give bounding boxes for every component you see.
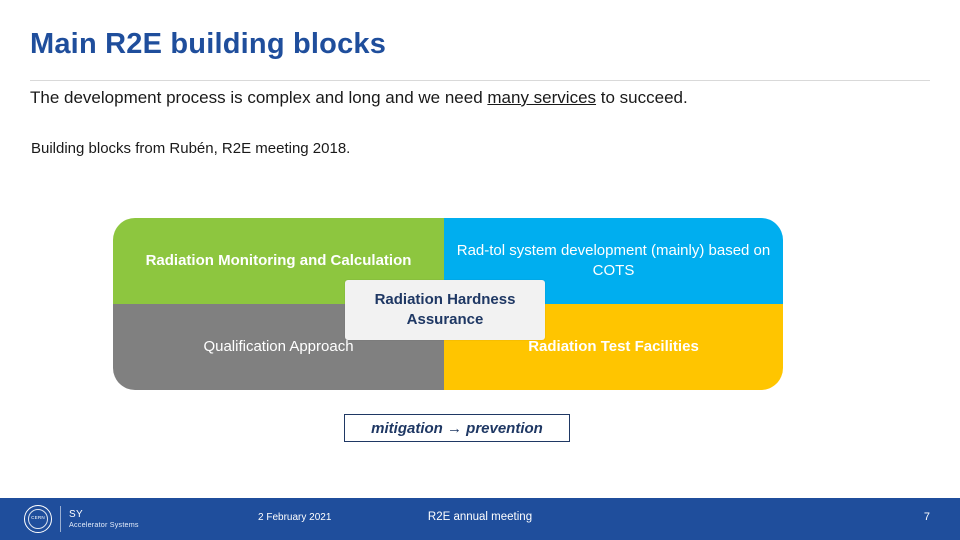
subtitle-part-1: The development process is complex and l… — [30, 88, 488, 107]
footer-meeting-name: R2E annual meeting — [427, 511, 533, 523]
subtitle-underlined-part: many services — [487, 88, 597, 107]
cern-logo: SY Accelerator Systems — [24, 505, 174, 533]
block-radiation-hardness-assurance: Radiation Hardness Assurance — [345, 280, 545, 340]
subtitle-part-2: to succeed. — [596, 88, 688, 107]
subtitle: The development process is complex and l… — [30, 88, 688, 108]
block-radiation-monitoring: Radiation Monitoring and Calculation — [113, 218, 444, 304]
logo-text: SY Accelerator Systems — [69, 509, 139, 529]
footer-page-number: 7 — [923, 511, 930, 523]
title-divider — [30, 80, 930, 81]
logo-department: Accelerator Systems — [69, 519, 139, 529]
footer-date: 2 February 2021 — [258, 512, 332, 523]
logo-org: SY — [69, 509, 83, 521]
logo-divider — [60, 506, 61, 532]
cern-logo-icon — [24, 505, 52, 533]
page-title: Main R2E building blocks — [30, 28, 387, 60]
mitigation-prevention-caption: mitigation → prevention — [344, 414, 570, 442]
building-blocks-diagram: Radiation Monitoring and Calculation Rad… — [113, 218, 783, 390]
source-note: Building blocks from Rubén, R2E meeting … — [31, 140, 351, 157]
slide-footer: SY Accelerator Systems 2 February 2021 R… — [0, 498, 960, 540]
